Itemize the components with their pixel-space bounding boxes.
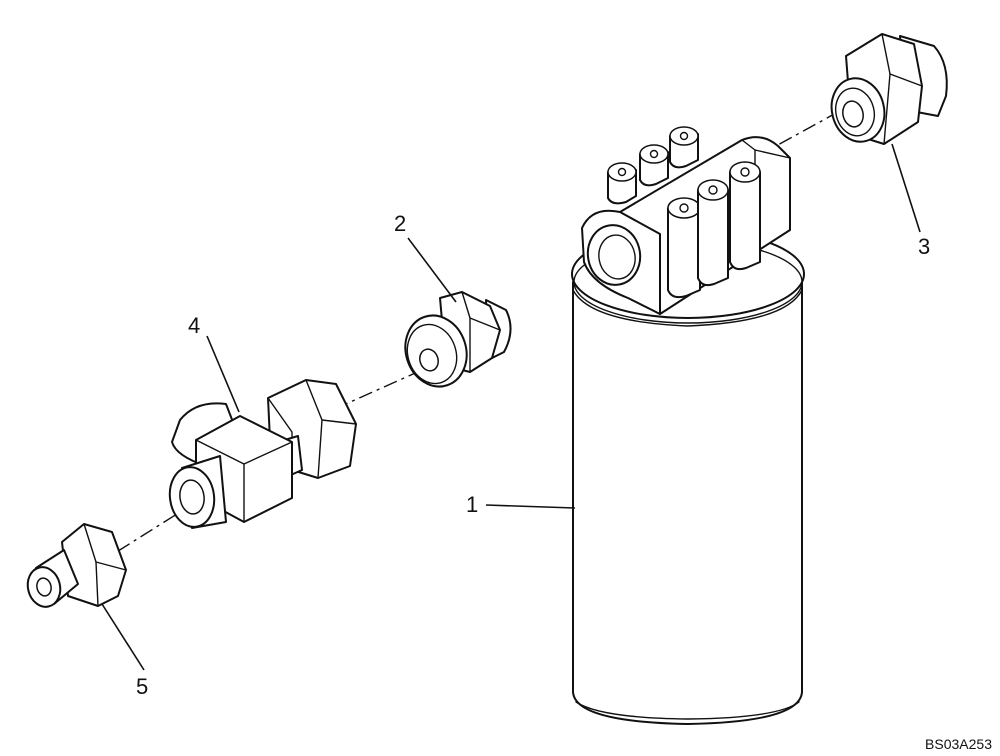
callout-5: 5 <box>136 674 148 699</box>
adapter-fitting-part-2 <box>404 291 512 388</box>
filter-canister-part-1 <box>571 126 805 725</box>
callout-leaders <box>101 143 921 671</box>
callout-2: 2 <box>394 211 406 236</box>
callout-1: 1 <box>466 492 478 517</box>
nipple-fitting-part-5 <box>26 523 127 608</box>
figure-code: BS03A253 <box>925 736 992 752</box>
tee-fitting-part-4 <box>168 379 357 529</box>
callout-3: 3 <box>918 234 930 259</box>
callout-4: 4 <box>188 313 200 338</box>
outlet-fitting-part-3 <box>830 33 948 145</box>
